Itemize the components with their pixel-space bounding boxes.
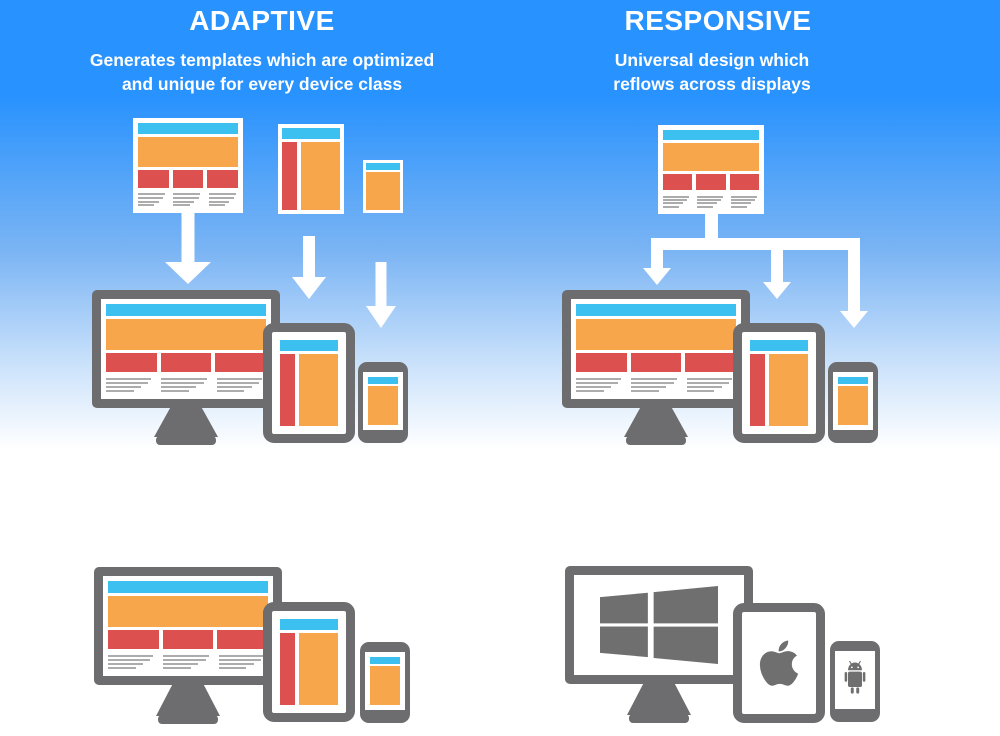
adaptive-subtitle-line2: and unique for every device class <box>121 74 403 95</box>
desktop-monitor <box>565 566 753 724</box>
desktop-wireframe <box>658 125 764 214</box>
wireframe-main <box>301 141 340 210</box>
tablet-screen <box>746 616 812 710</box>
tablet-device <box>733 603 825 723</box>
responsive-title: RESPONSIVE <box>624 5 812 36</box>
adaptive-subtitle-line1: Generates templates which are optimized <box>89 50 435 70</box>
tablet-wireframe <box>276 336 342 430</box>
tablet-wireframe <box>746 336 812 430</box>
wireframe-box-row <box>663 173 759 191</box>
adaptive-desktop-template <box>133 118 243 213</box>
desktop-wireframe <box>101 299 271 399</box>
wireframe-header-bar <box>663 130 759 141</box>
windows-logo-icon <box>600 586 718 664</box>
phone-device <box>830 641 880 722</box>
apple-logo-icon <box>759 640 799 686</box>
phone-device <box>360 642 410 723</box>
responsive-subtitle: Universal design which reflows across di… <box>502 48 922 96</box>
tablet-device <box>263 323 355 443</box>
tablet-device <box>263 602 355 722</box>
wireframe-text-columns <box>663 193 759 209</box>
tablet-device <box>733 323 825 443</box>
wireframe-hero-block <box>138 137 238 167</box>
adaptive-subtitle: Generates templates which are optimized … <box>52 48 472 96</box>
responsive-subtitle-line1: Universal design which <box>614 50 810 70</box>
adaptive-phone-template <box>363 160 403 213</box>
wireframe-header-bar <box>138 123 238 135</box>
tablet-wireframe <box>276 615 342 709</box>
phone-screen <box>837 653 873 707</box>
responsive-desktop-template <box>658 125 764 214</box>
adaptive-tablet-template <box>278 124 344 214</box>
wireframe-main <box>366 172 400 210</box>
adaptive-title: ADAPTIVE <box>189 5 335 36</box>
desktop-monitor <box>562 290 750 446</box>
desktop-wireframe <box>103 576 273 676</box>
wireframe-box-row <box>138 169 239 188</box>
android-robot-icon <box>844 660 866 694</box>
tablet-wireframe <box>278 124 344 214</box>
phone-wireframe <box>367 654 403 708</box>
responsive-subtitle-line2: reflows across displays <box>613 74 811 95</box>
wireframe-text-columns <box>138 191 238 208</box>
phone-wireframe <box>363 160 403 213</box>
phone-wireframe <box>835 374 871 428</box>
wireframe-hero-block <box>663 143 759 171</box>
wireframe-sidebar <box>282 141 298 210</box>
desktop-monitor <box>94 567 282 725</box>
phone-wireframe <box>365 374 401 428</box>
desktop-wireframe <box>133 118 243 213</box>
monitor-screen <box>574 575 744 675</box>
desktop-monitor <box>92 290 280 446</box>
phone-device <box>358 362 408 443</box>
desktop-wireframe <box>571 299 741 399</box>
phone-device <box>828 362 878 443</box>
wireframe-header-bar <box>282 128 340 139</box>
wireframe-header-bar <box>366 163 400 171</box>
